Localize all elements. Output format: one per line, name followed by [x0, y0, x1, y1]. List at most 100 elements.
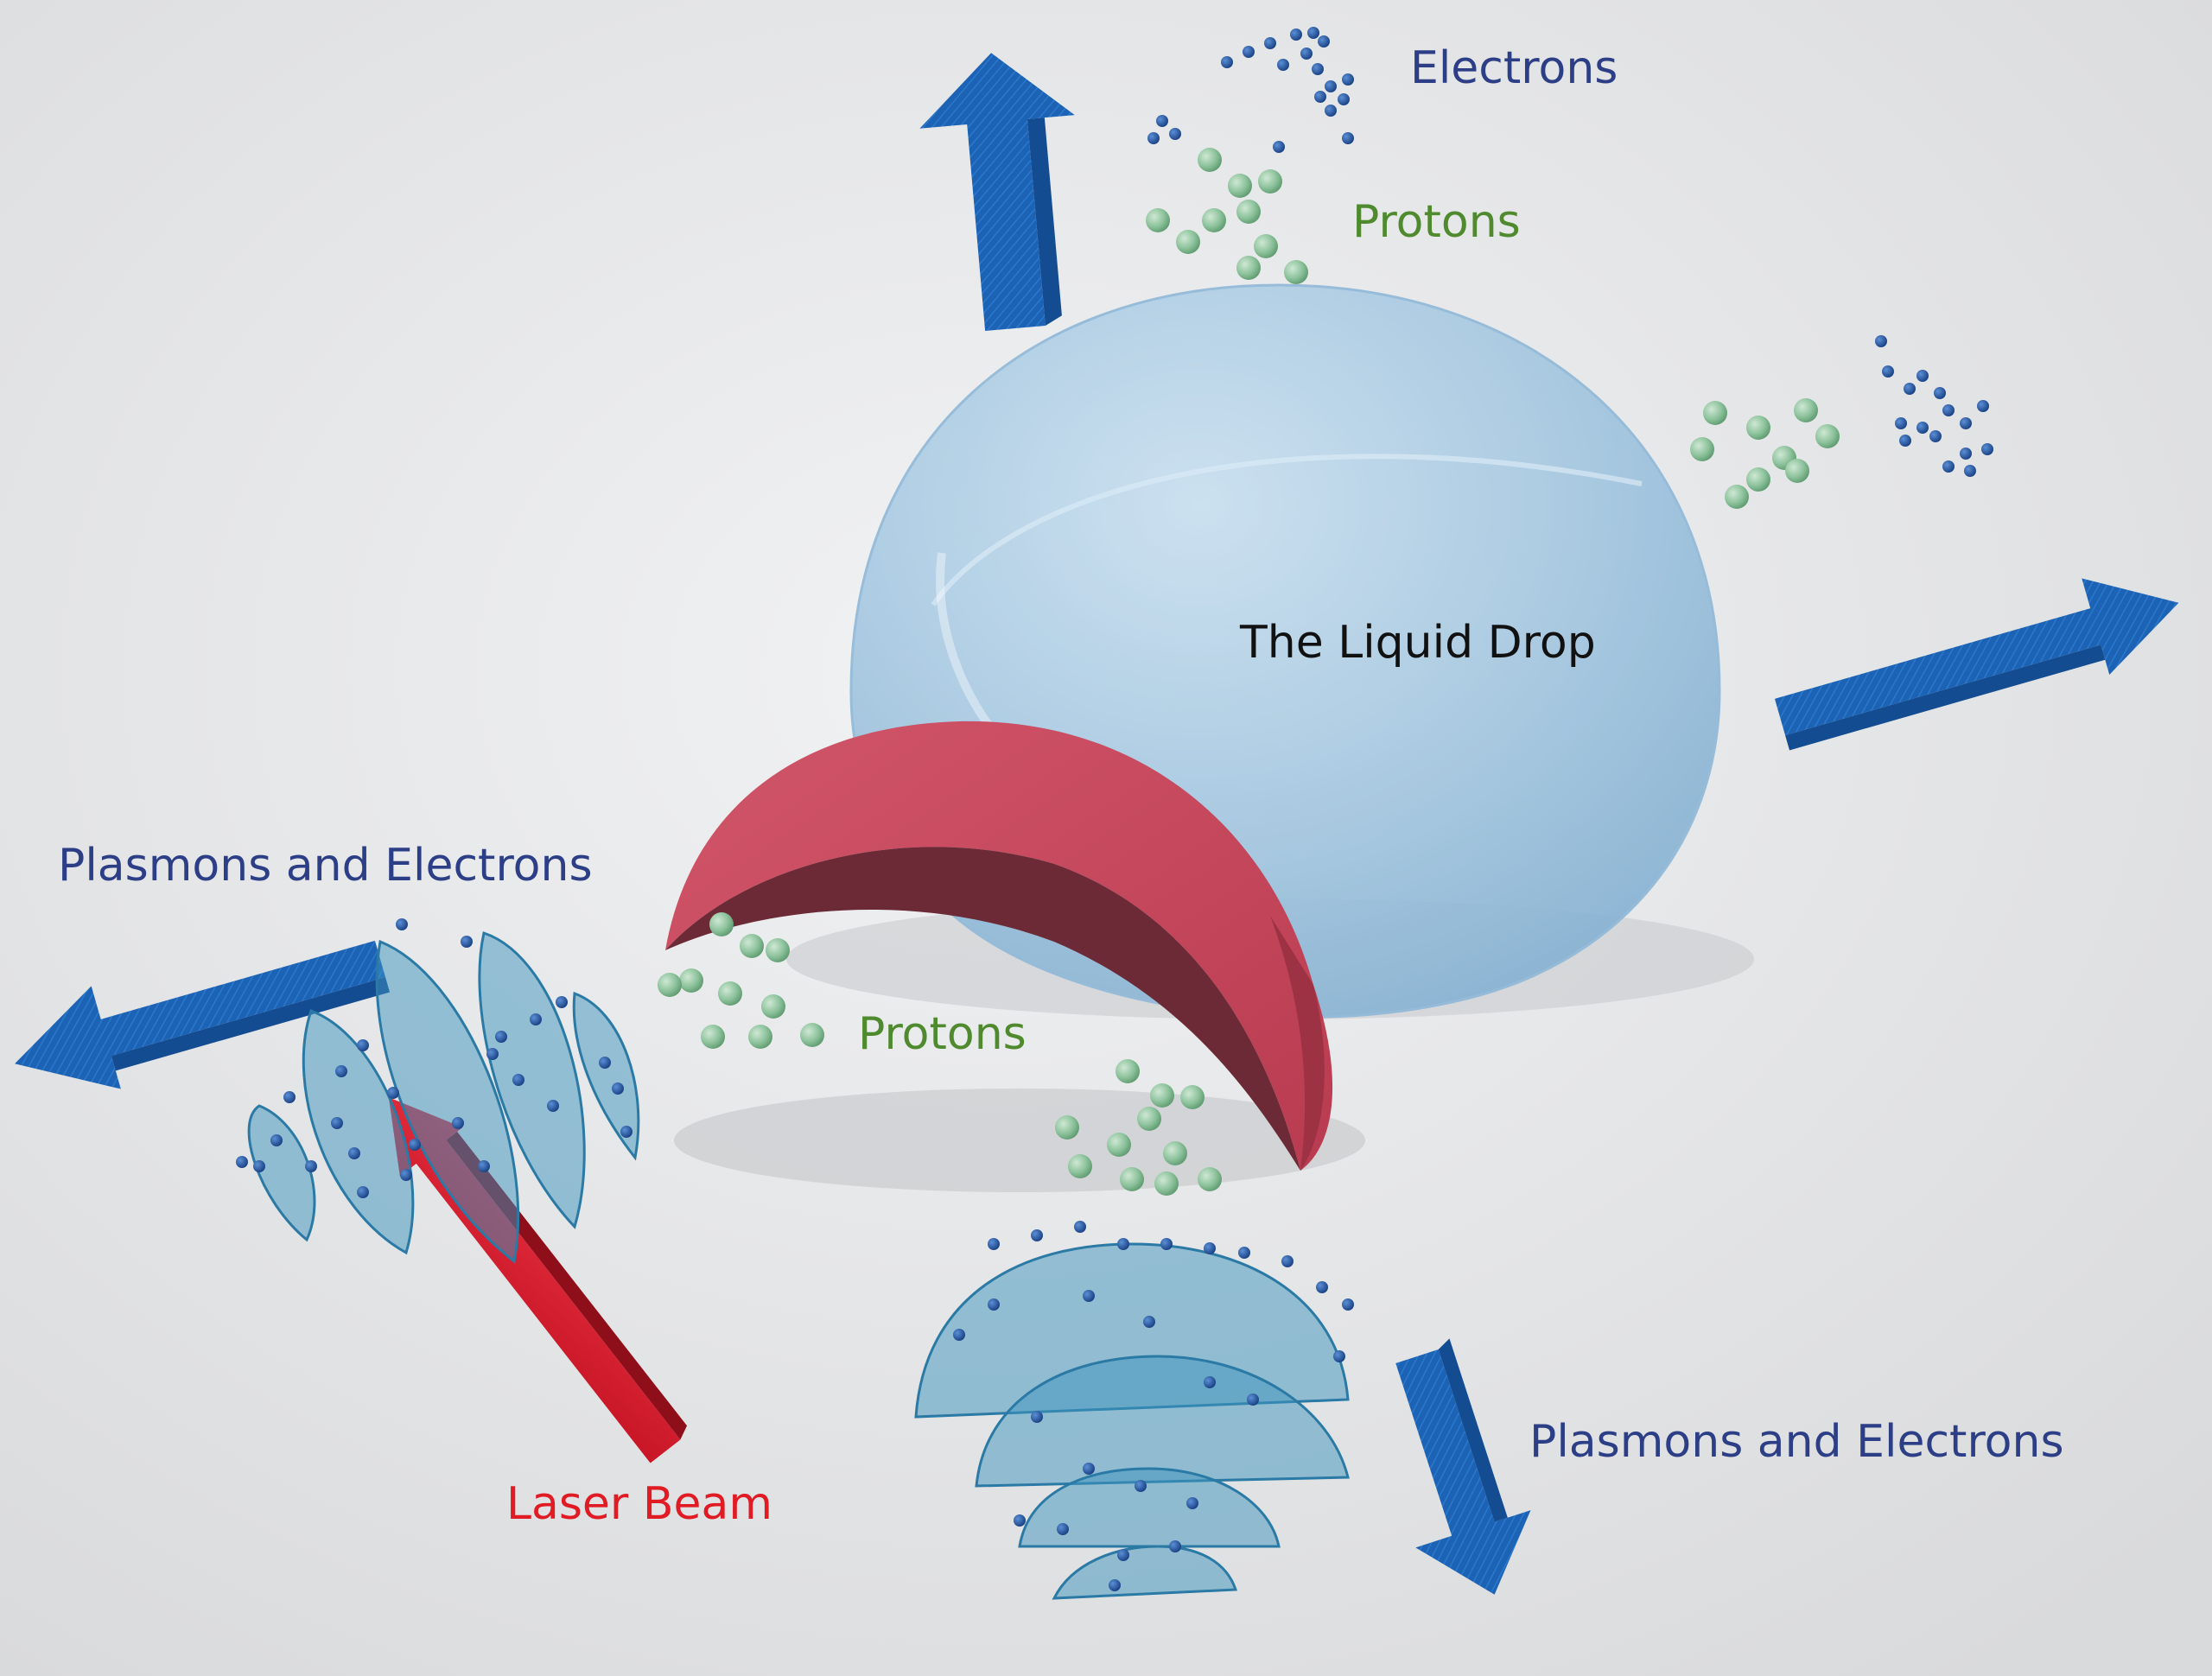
electron-particle — [283, 1091, 296, 1103]
electron-particle — [1057, 1523, 1069, 1535]
proton-particle — [658, 973, 682, 997]
electron-particle — [1964, 465, 1976, 477]
electron-particle — [1281, 1255, 1294, 1267]
electron-particle — [396, 918, 408, 930]
electron-particle — [1243, 46, 1255, 58]
electron-particle — [1290, 29, 1302, 41]
electron-particle — [1325, 80, 1337, 92]
electron-particle — [1899, 435, 1911, 447]
proton-particle — [1258, 169, 1282, 194]
electron-particle — [1882, 365, 1894, 378]
electron-particle — [478, 1160, 490, 1172]
electron-particle — [1238, 1247, 1250, 1259]
electron-particle — [1083, 1463, 1095, 1475]
liquid-drop-label: The Liquid Drop — [1240, 617, 1596, 669]
proton-particle — [1055, 1115, 1079, 1140]
proton-particle — [1198, 148, 1222, 172]
plasmons-left-label: Plasmons and Electrons — [58, 840, 593, 892]
plasmon-fan-left — [247, 931, 640, 1264]
proton-particle — [1107, 1133, 1131, 1157]
proton-particle — [1137, 1107, 1161, 1131]
proton-particle — [1176, 230, 1200, 254]
laser-beam-label: Laser Beam — [506, 1478, 773, 1530]
electron-particle — [1247, 1393, 1259, 1406]
electron-particle — [1977, 400, 1989, 412]
electron-particle — [348, 1147, 360, 1159]
plasmons-right-label: Plasmons and Electrons — [1529, 1416, 2064, 1468]
electrons-label: Electrons — [1410, 42, 1618, 94]
proton-particle — [766, 938, 790, 962]
electron-particle — [1143, 1316, 1155, 1328]
electron-particle — [1156, 115, 1168, 127]
electron-particle — [387, 1087, 399, 1099]
electron-particle — [512, 1074, 524, 1086]
arrow-up — [919, 53, 1075, 332]
electron-particle — [1960, 417, 1972, 429]
electron-particle — [409, 1139, 421, 1151]
proton-particle — [748, 1025, 772, 1049]
electron-particle — [1312, 63, 1324, 75]
proton-particle — [1120, 1167, 1144, 1191]
proton-particle — [1690, 437, 1714, 461]
proton-particle — [709, 912, 734, 936]
proton-particle — [1202, 208, 1226, 232]
red-crescent — [665, 721, 1333, 1171]
protons-layer — [658, 148, 1840, 1196]
proton-particle — [1236, 200, 1261, 224]
electron-particle — [1333, 1350, 1345, 1362]
electron-particle — [1169, 128, 1181, 140]
electron-particle — [1942, 460, 1955, 473]
electron-particle — [1325, 105, 1337, 117]
proton-particle — [1794, 398, 1818, 422]
electron-particle — [1338, 93, 1350, 105]
electron-particle — [1169, 1540, 1181, 1552]
electron-particle — [530, 1013, 542, 1025]
electron-particle — [1318, 35, 1330, 48]
electron-particle — [1221, 56, 1233, 68]
electron-particle — [1929, 430, 1942, 442]
electron-particle — [452, 1117, 464, 1129]
electron-particle — [547, 1100, 559, 1112]
electron-particle — [988, 1298, 1000, 1311]
electrons-layer — [236, 27, 1993, 1591]
electron-particle — [461, 936, 473, 948]
proton-particle — [701, 1025, 725, 1049]
proton-particle — [1180, 1085, 1205, 1109]
electron-particle — [1342, 1298, 1354, 1311]
proton-particle — [1163, 1141, 1187, 1165]
electron-particle — [1109, 1579, 1121, 1591]
electron-particle — [1277, 59, 1289, 71]
proton-particle — [679, 968, 703, 993]
arrow-left — [15, 940, 391, 1089]
proton-particle — [761, 994, 785, 1019]
electron-particle — [1300, 48, 1313, 60]
electron-particle — [1916, 422, 1929, 434]
electron-particle — [1342, 132, 1354, 144]
plasmon-fan-right — [914, 1242, 1350, 1600]
electron-particle — [486, 1048, 499, 1060]
electron-particle — [1014, 1514, 1026, 1527]
electron-particle — [1875, 335, 1887, 347]
electron-particle — [305, 1160, 317, 1172]
electron-particle — [1117, 1238, 1129, 1250]
electron-particle — [357, 1186, 369, 1198]
electron-particle — [400, 1169, 412, 1181]
electron-particle — [270, 1134, 283, 1146]
electron-particle — [953, 1329, 965, 1341]
electron-particle — [1307, 27, 1319, 39]
electron-particle — [1135, 1480, 1147, 1492]
electron-particle — [1316, 1281, 1328, 1293]
electron-particle — [357, 1039, 369, 1051]
proton-particle — [1146, 208, 1170, 232]
electron-particle — [1264, 37, 1276, 49]
electron-particle — [1314, 91, 1326, 103]
proton-particle — [1236, 256, 1261, 280]
proton-particle — [1284, 260, 1308, 284]
proton-particle — [740, 934, 764, 958]
proton-particle — [1228, 174, 1252, 198]
arrow-right — [1774, 578, 2179, 751]
arrow-down — [1395, 1338, 1531, 1595]
proton-particle — [1154, 1171, 1179, 1196]
crescent-shadow — [674, 1089, 1365, 1192]
electron-particle — [236, 1156, 248, 1168]
